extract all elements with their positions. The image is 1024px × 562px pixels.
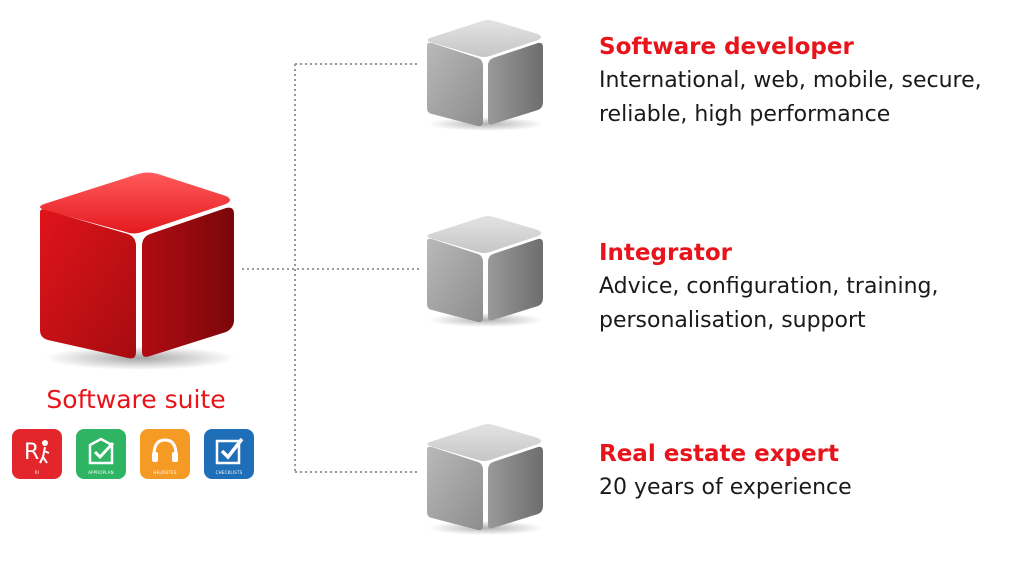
helpsites-icon: HELPSITES <box>140 429 190 479</box>
approplan-icon: APPROPLAN <box>76 429 126 479</box>
app-caption: APPROPLAN <box>88 470 114 475</box>
app-icons: R RI APPROPLAN HELPSITES <box>12 429 254 479</box>
role-software-developer: Software developer International, web, m… <box>599 32 982 132</box>
role-line: Advice, configuration, training, <box>599 274 939 299</box>
app-caption: CHECKLISTS <box>215 470 243 475</box>
app-caption: RI <box>34 470 40 475</box>
role-description: 20 years of experience <box>599 471 852 505</box>
role-description: International, web, mobile, secure, reli… <box>599 64 982 132</box>
ri-icon: R RI <box>12 429 62 479</box>
checklists-icon: CHECKLISTS <box>204 429 254 479</box>
role-title: Integrator <box>599 240 732 266</box>
role-line: 20 years of experience <box>599 475 852 500</box>
integrator-cube <box>427 216 544 327</box>
suite-label: Software suite <box>46 385 226 414</box>
svg-text:R: R <box>24 440 39 465</box>
role-line: International, web, mobile, secure, <box>599 68 982 93</box>
role-line: reliable, high performance <box>599 102 891 127</box>
role-title: Software developer <box>599 34 854 60</box>
role-title: Real estate expert <box>599 441 839 467</box>
app-caption: HELPSITES <box>153 470 177 475</box>
role-line: personalisation, support <box>599 308 866 333</box>
real-estate-cube <box>427 424 544 535</box>
role-description: Advice, configuration, training, persona… <box>599 270 939 338</box>
developer-cube <box>427 20 544 131</box>
role-integrator: Integrator Advice, configuration, traini… <box>599 238 939 338</box>
role-real-estate-expert: Real estate expert 20 years of experienc… <box>599 439 852 505</box>
suite-cube <box>40 172 235 370</box>
